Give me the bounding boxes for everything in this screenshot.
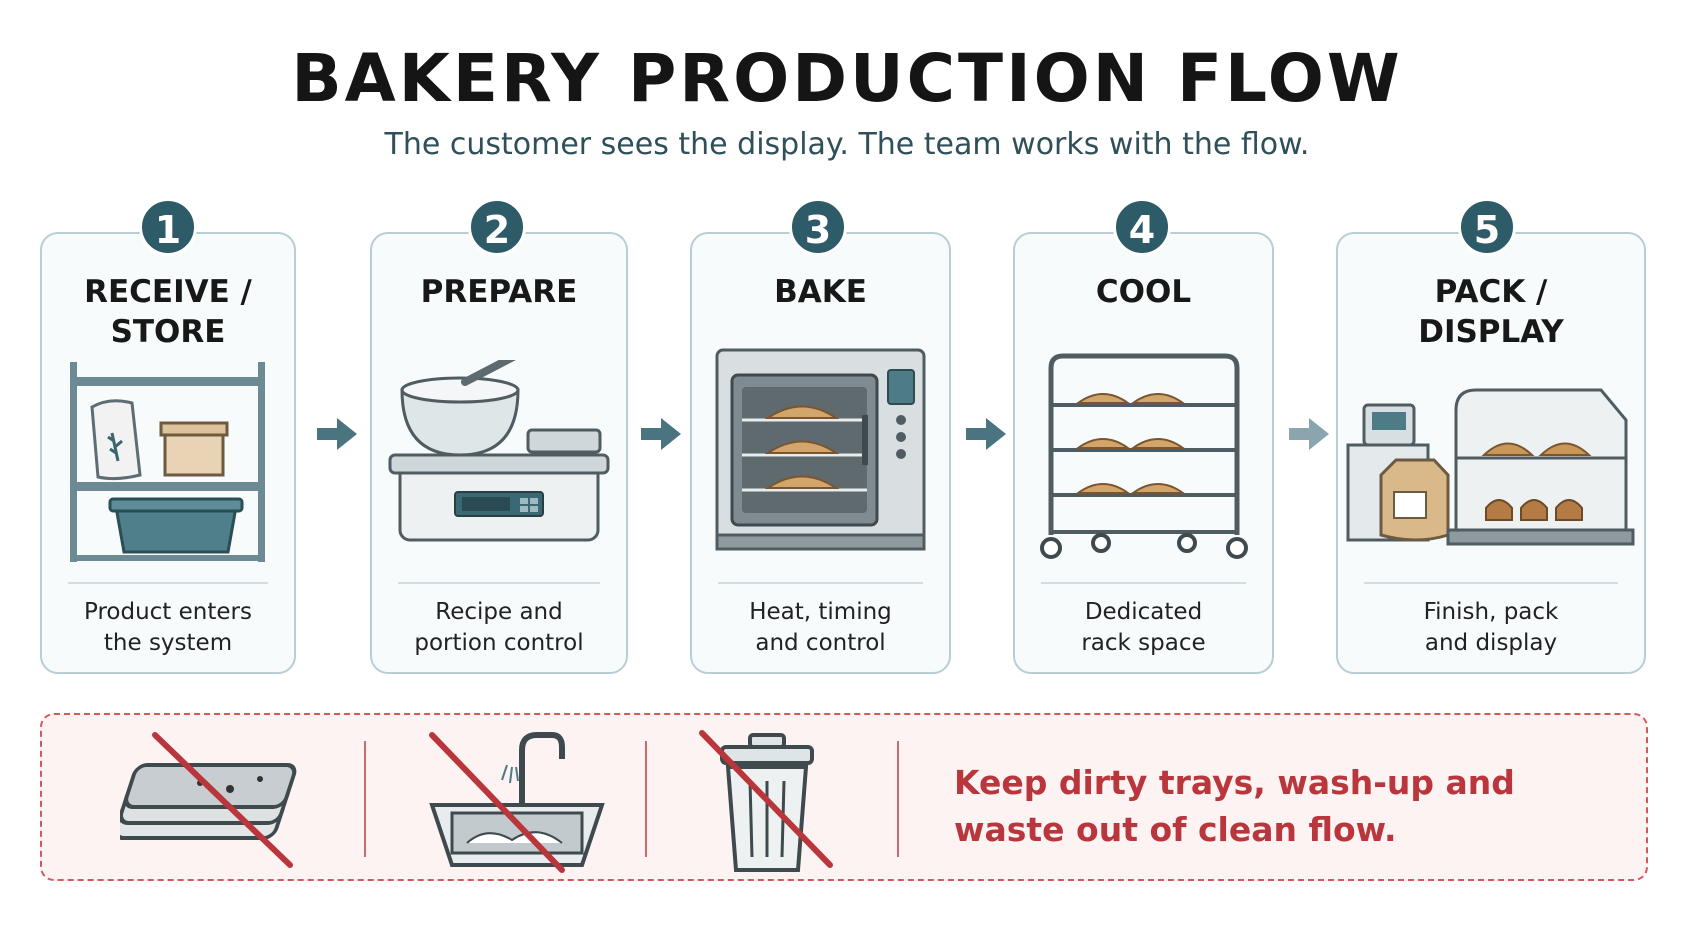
step-divider [68,582,268,584]
flow-arrow-icon [1289,418,1329,450]
step-name: BAKE [774,274,867,310]
step-number-badge: 2 [468,198,526,256]
step-caption: Recipe and portion control [414,599,584,656]
warning-separator [364,741,366,857]
mixing-scale-icon [388,360,610,542]
no-washup-icon [429,732,605,873]
step-name: PACK / DISPLAY [1418,274,1564,350]
no-waste-bin-icon [699,730,833,872]
oven-icon [715,348,926,551]
step-number-badge: 1 [139,198,197,256]
step-caption: Product enters the system [84,599,252,656]
page-title: BAKERY PRODUCTION FLOW [291,40,1403,117]
no-dirty-trays-icon [120,732,297,868]
flow-arrow-icon [641,418,681,450]
warning-separator [897,741,899,857]
storage-shelf-icon [70,362,265,562]
warning-text: Keep dirty trays, wash-up and waste out … [954,763,1515,849]
warning-banner: Keep dirty trays, wash-up and waste out … [40,713,1648,881]
step-divider [718,582,923,584]
step-number-badge: 4 [1113,198,1171,256]
cooling-rack-icon [1040,353,1248,559]
flow-arrow-icon [966,418,1006,450]
step-caption: Heat, timing and control [749,599,892,656]
step-name: PREPARE [420,274,578,310]
step-divider [1041,582,1246,584]
step-divider [398,582,600,584]
flow-arrow-icon [317,418,357,450]
step-caption: Finish, pack and display [1423,599,1559,656]
step-number-badge: 5 [1458,198,1516,256]
page-subtitle: The customer sees the display. The team … [384,127,1310,162]
step-number-badge: 3 [789,198,847,256]
step-card-receive-store: RECEIVE / STORE Product enters the syste… [40,232,296,674]
display-case-icon [1346,388,1635,546]
step-divider [1364,582,1618,584]
step-name: COOL [1095,274,1192,310]
step-caption: Dedicated rack space [1081,599,1206,656]
warning-separator [645,741,647,857]
step-card-cool: COOL Dedicated rack space [1013,232,1274,674]
step-name: RECEIVE / STORE [84,274,252,350]
